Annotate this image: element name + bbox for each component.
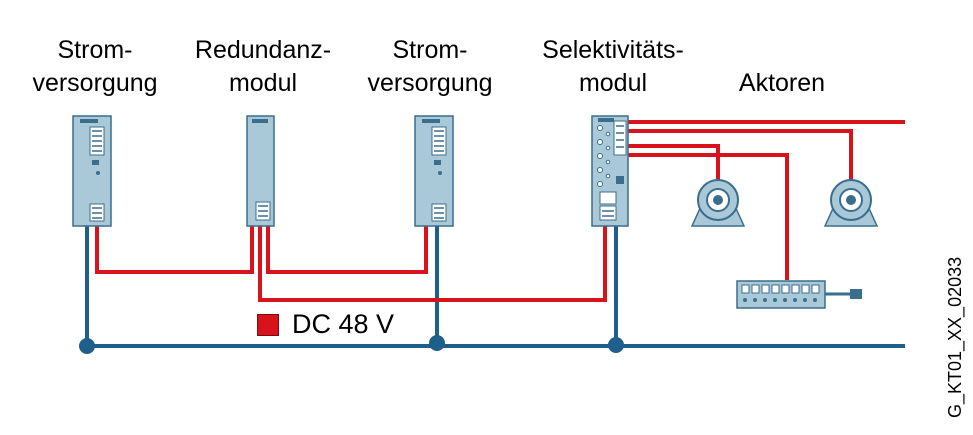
dc-legend-label: DC 48 V: [292, 309, 395, 339]
junction-dot-psu2: [429, 335, 445, 351]
output-wire-2: [626, 129, 853, 180]
ground-bus: [85, 226, 905, 348]
output-wire-3: [626, 144, 720, 180]
redundancy-label-line1: Redundanz-: [194, 36, 332, 64]
junction-dot-psu1: [79, 338, 95, 354]
selectivity-label-line2: modul: [578, 69, 648, 97]
psu1-device: [72, 115, 112, 227]
ground-junctions: [79, 335, 624, 354]
selectivity-device: [591, 115, 629, 227]
redundancy-label-line2: modul: [228, 69, 298, 97]
selectivity-label: Selektivitäts- modul: [528, 34, 698, 100]
psu1-label-line1: Strom-: [57, 36, 133, 64]
psu2-device: [414, 115, 454, 227]
motor-icon: [823, 179, 879, 227]
redundancy-label: Redundanz- modul: [183, 34, 343, 100]
output-wire-4: [626, 153, 789, 280]
psu2-label: Strom- versorgung: [365, 34, 495, 100]
junction-dot-selectivity: [608, 337, 624, 353]
psu1-label: Strom- versorgung: [30, 34, 160, 100]
wire-redundancy-to-selectivity: [258, 226, 607, 302]
redundancy-device: [246, 115, 275, 227]
wire-psu2-to-redundancy: [266, 226, 428, 274]
psu2-label-line2: versorgung: [367, 69, 493, 97]
psu2-label-line1: Strom-: [392, 36, 468, 64]
wire-psu1-to-redundancy: [95, 226, 254, 274]
terminal-block-icon: [736, 280, 862, 309]
psu1-label-line2: versorgung: [32, 69, 158, 97]
actuators-label: Aktoren: [722, 67, 842, 100]
dc-legend-swatch: [257, 314, 279, 336]
selectivity-label-line1: Selektivitäts-: [542, 36, 684, 64]
dc-wires: [95, 120, 905, 302]
actuators-label-text: Aktoren: [738, 69, 826, 97]
motor-icon: [690, 179, 746, 227]
